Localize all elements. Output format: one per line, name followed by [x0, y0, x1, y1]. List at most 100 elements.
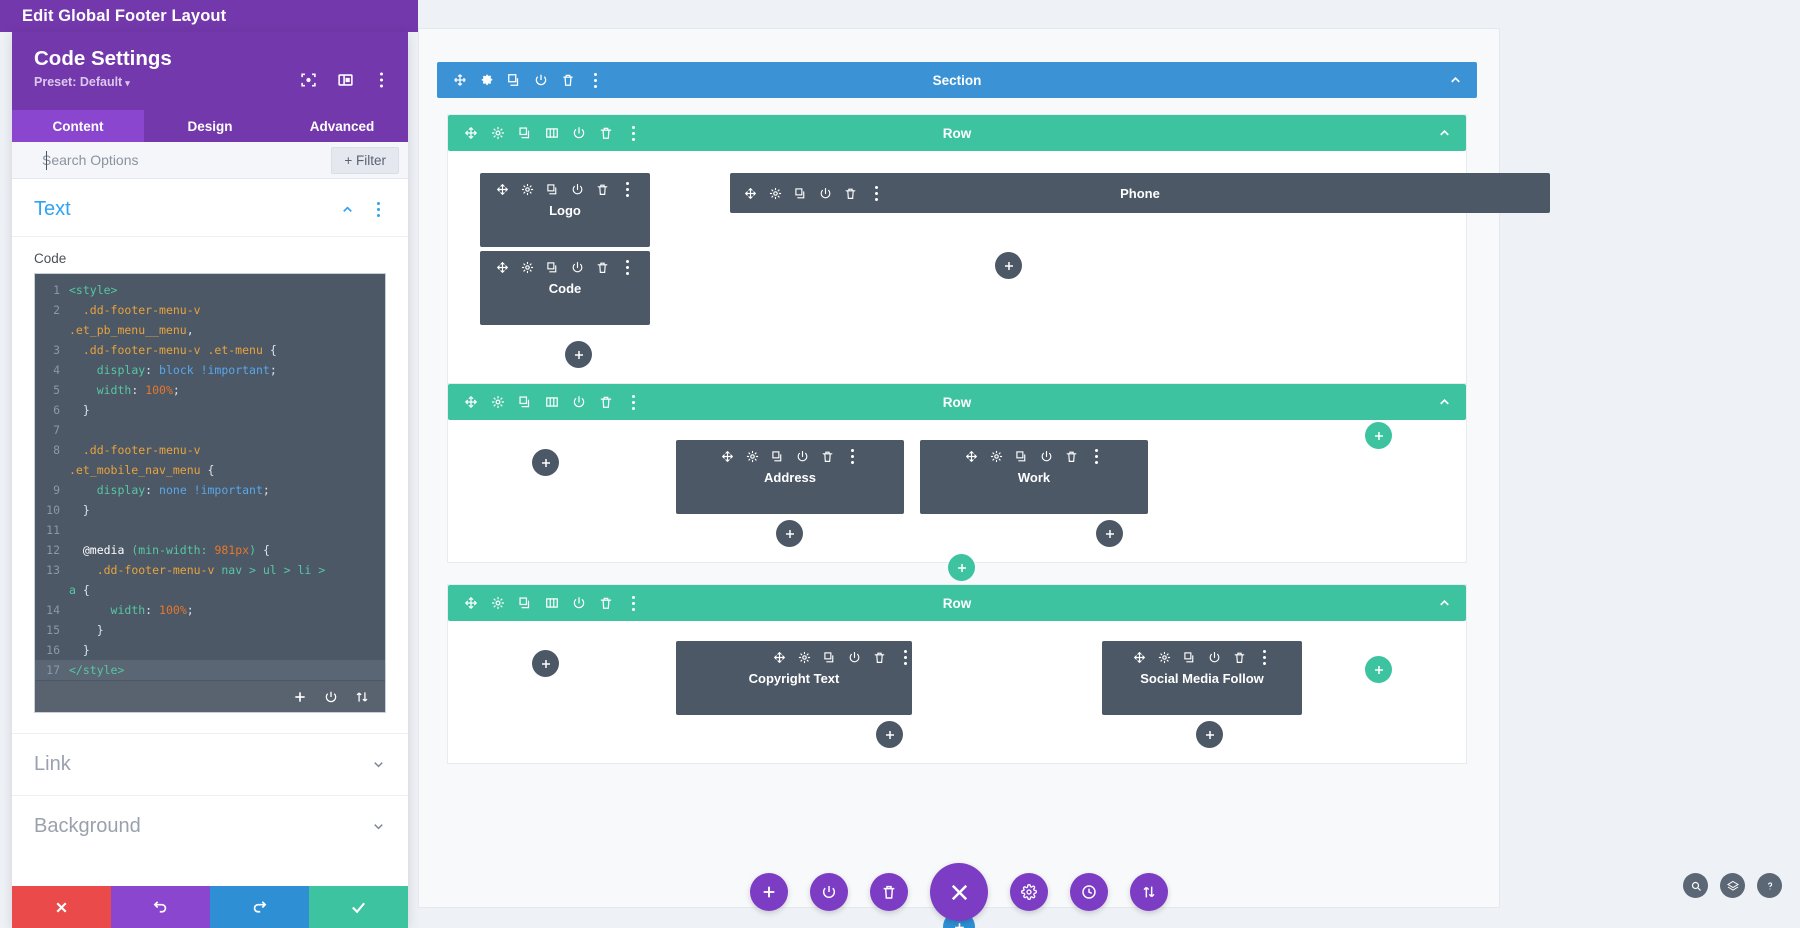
power-icon[interactable]	[572, 596, 586, 610]
layout-icon[interactable]	[337, 72, 354, 89]
filter-button[interactable]: + Filter	[331, 146, 399, 174]
gear-icon[interactable]	[480, 73, 494, 87]
chevron-down-icon[interactable]	[371, 819, 386, 834]
module-block[interactable]: Phone	[730, 173, 1550, 213]
trash-icon[interactable]	[1233, 651, 1246, 664]
power-icon[interactable]	[1040, 450, 1053, 463]
power-icon[interactable]	[796, 450, 809, 463]
help-helper[interactable]	[1757, 873, 1782, 898]
duplicate-icon[interactable]	[1015, 450, 1028, 463]
gear-icon[interactable]	[990, 450, 1003, 463]
trash-icon[interactable]	[873, 651, 886, 664]
move-icon[interactable]	[464, 126, 478, 140]
gear-icon[interactable]	[491, 126, 505, 140]
portability-fab[interactable]	[1130, 873, 1168, 911]
power-icon[interactable]	[571, 261, 584, 274]
add-fab[interactable]	[750, 873, 788, 911]
section-header-background[interactable]: Background	[12, 795, 408, 857]
gear-icon[interactable]	[491, 395, 505, 409]
more-vertical-icon[interactable]	[898, 650, 912, 665]
chevron-up-icon[interactable]	[1448, 73, 1463, 88]
code-editor-lines[interactable]: 1<style>2 .dd-footer-menu-v .et_pb_menu_…	[35, 274, 385, 681]
power-fab[interactable]	[810, 873, 848, 911]
power-icon[interactable]	[572, 395, 586, 409]
trash-icon[interactable]	[599, 596, 613, 610]
add-row-button[interactable]	[1365, 656, 1392, 683]
trash-icon[interactable]	[596, 183, 609, 196]
power-icon[interactable]	[1208, 651, 1221, 664]
add-module-button[interactable]	[565, 341, 592, 368]
trash-icon[interactable]	[821, 450, 834, 463]
add-module-button[interactable]	[1196, 721, 1223, 748]
tab-advanced[interactable]: Advanced	[309, 118, 375, 134]
close-fab[interactable]	[930, 863, 988, 921]
save-button[interactable]	[309, 886, 408, 928]
duplicate-icon[interactable]	[518, 596, 532, 610]
cancel-button[interactable]	[12, 886, 111, 928]
duplicate-icon[interactable]	[771, 450, 784, 463]
trash-icon[interactable]	[596, 261, 609, 274]
more-vertical-icon[interactable]	[374, 72, 388, 88]
add-module-button[interactable]	[995, 252, 1022, 279]
power-icon[interactable]	[324, 690, 338, 704]
duplicate-icon[interactable]	[823, 651, 836, 664]
trash-fab[interactable]	[870, 873, 908, 911]
columns-icon[interactable]	[545, 395, 559, 409]
trash-icon[interactable]	[599, 395, 613, 409]
row-bar[interactable]: Row	[448, 384, 1466, 420]
chevron-down-icon[interactable]	[371, 757, 386, 772]
sort-icon[interactable]	[355, 690, 369, 704]
more-vertical-icon[interactable]	[869, 185, 883, 201]
search-input[interactable]	[42, 152, 332, 168]
gear-icon[interactable]	[798, 651, 811, 664]
more-vertical-icon[interactable]	[626, 394, 640, 410]
undo-button[interactable]	[111, 886, 210, 928]
panel-preset[interactable]: Preset: Default▾	[34, 75, 386, 89]
add-module-button[interactable]	[948, 554, 975, 581]
gear-icon[interactable]	[521, 183, 534, 196]
row-bar[interactable]: Row	[448, 585, 1466, 621]
gear-icon[interactable]	[491, 596, 505, 610]
section-header-text[interactable]: Text	[12, 179, 408, 237]
duplicate-icon[interactable]	[518, 126, 532, 140]
power-icon[interactable]	[848, 651, 861, 664]
move-icon[interactable]	[453, 73, 467, 87]
move-icon[interactable]	[1133, 651, 1146, 664]
duplicate-icon[interactable]	[507, 73, 521, 87]
code-editor[interactable]: 1<style>2 .dd-footer-menu-v .et_pb_menu_…	[34, 273, 386, 713]
layers-helper[interactable]	[1720, 873, 1745, 898]
add-module-button[interactable]	[776, 520, 803, 547]
duplicate-icon[interactable]	[546, 183, 559, 196]
columns-icon[interactable]	[545, 126, 559, 140]
trash-icon[interactable]	[599, 126, 613, 140]
more-vertical-icon[interactable]	[1090, 449, 1104, 464]
zoom-helper[interactable]	[1683, 873, 1708, 898]
more-vertical-icon[interactable]	[588, 72, 602, 88]
gear-icon[interactable]	[746, 450, 759, 463]
tab-design[interactable]: Design	[187, 118, 233, 134]
chevron-up-icon[interactable]	[1437, 126, 1452, 141]
add-module-button[interactable]	[532, 650, 559, 677]
tab-content[interactable]: Content	[12, 110, 144, 142]
move-icon[interactable]	[773, 651, 786, 664]
module-block[interactable]: Code	[480, 251, 650, 325]
power-icon[interactable]	[572, 126, 586, 140]
more-vertical-icon[interactable]	[621, 182, 635, 197]
duplicate-icon[interactable]	[518, 395, 532, 409]
move-icon[interactable]	[464, 596, 478, 610]
module-block[interactable]: Logo	[480, 173, 650, 247]
duplicate-icon[interactable]	[1183, 651, 1196, 664]
focus-icon[interactable]	[300, 72, 317, 89]
more-vertical-icon[interactable]	[1258, 650, 1272, 665]
settings-fab[interactable]	[1010, 873, 1048, 911]
chevron-up-icon[interactable]	[1437, 596, 1452, 611]
move-icon[interactable]	[965, 450, 978, 463]
columns-icon[interactable]	[545, 596, 559, 610]
chevron-up-icon[interactable]	[1437, 395, 1452, 410]
module-block[interactable]: Work	[920, 440, 1148, 514]
more-vertical-icon[interactable]	[846, 449, 860, 464]
move-icon[interactable]	[744, 187, 757, 200]
history-fab[interactable]	[1070, 873, 1108, 911]
add-module-button[interactable]	[1096, 520, 1123, 547]
more-vertical-icon[interactable]	[371, 202, 386, 217]
